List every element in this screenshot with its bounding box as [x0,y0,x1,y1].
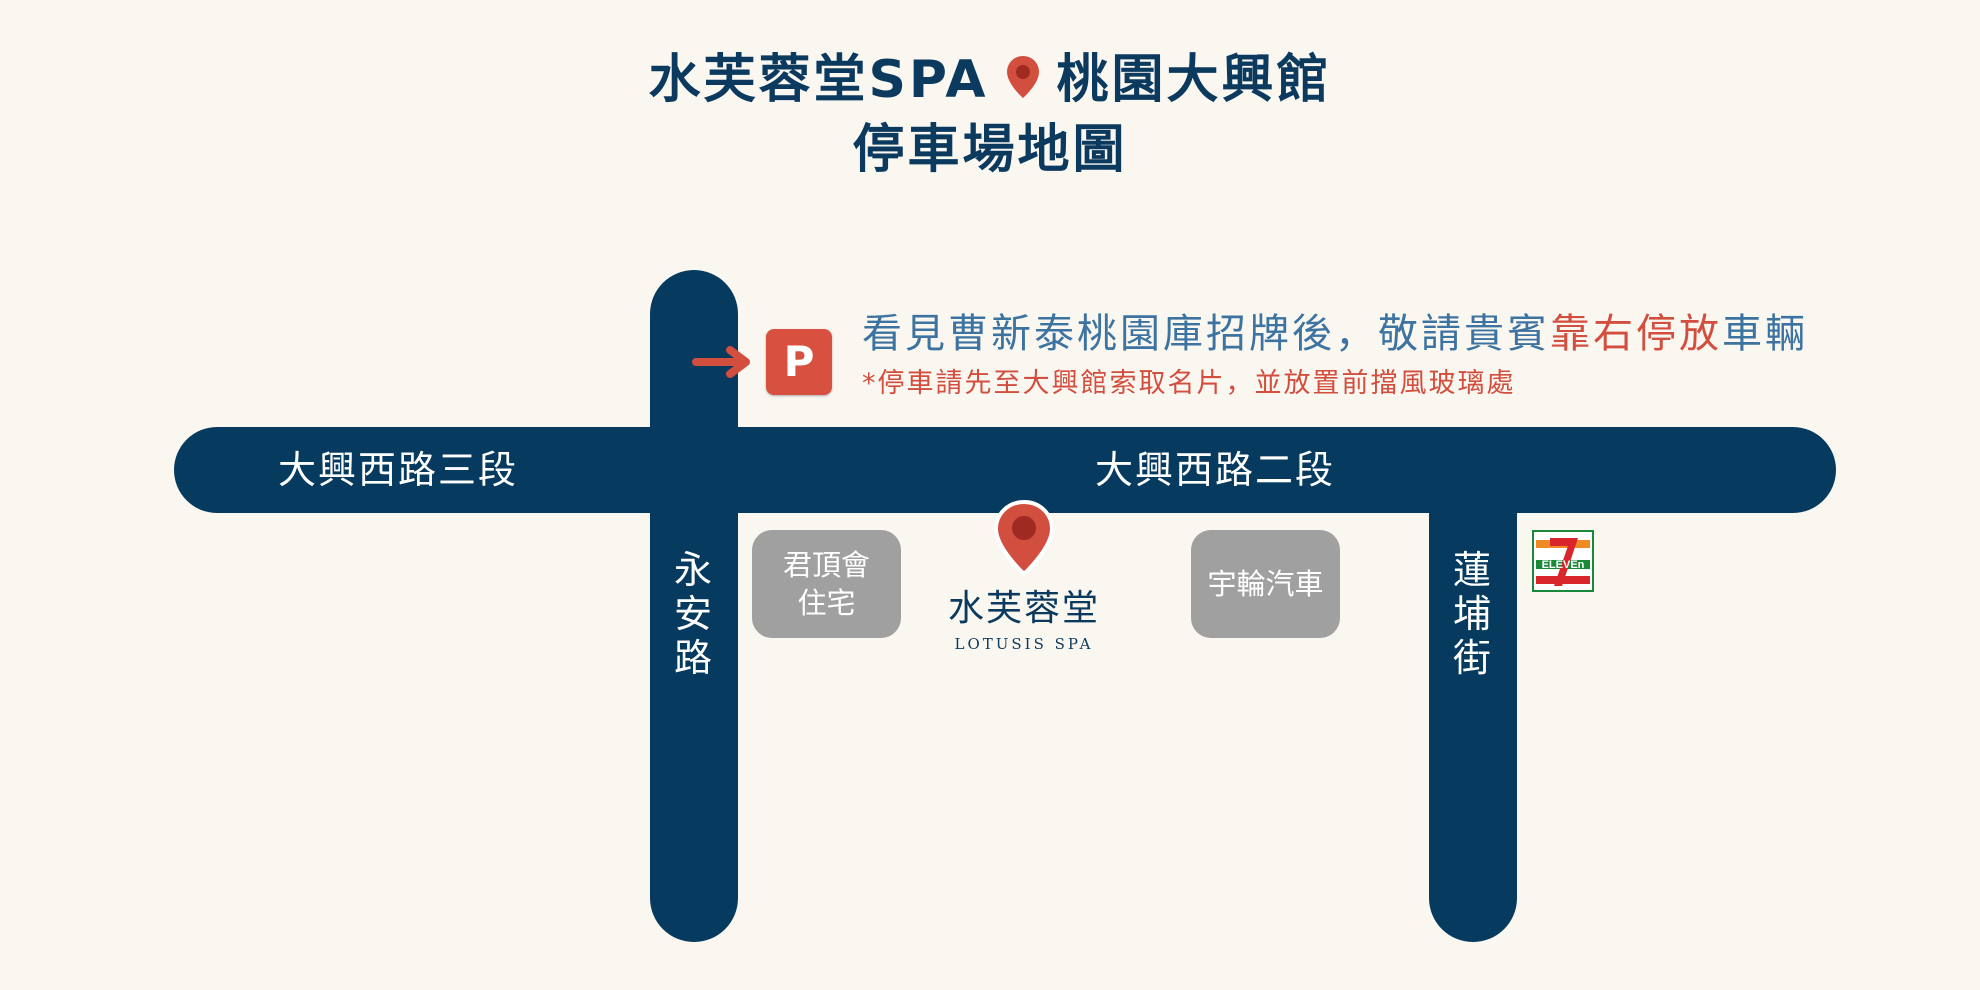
seven-eleven-logo-icon: ELEVEn [1532,530,1594,596]
svg-text:ELEVEn: ELEVEn [1542,559,1585,571]
location-pin-icon [992,498,1056,582]
road-label-yongan: 永 安 路 [673,548,714,680]
parking-icon: P [766,329,832,395]
parking-subnotice: *停車請先至大興館索取名片，並放置前擋風玻璃處 [862,368,1516,399]
arrow-right-icon [692,344,758,384]
road-horizontal [174,427,1836,513]
store-logo: 水芙蓉堂 LOTUSIS SPA [947,588,1100,653]
location-pin-icon [1005,51,1041,115]
page-title-line1: 水芙蓉堂SPA 桃園大興館 [0,48,1980,115]
road-vertical-left [650,270,738,942]
parking-notice: 看見曹新泰桃園庫招牌後，敬請貴賓靠右停放車輛 [862,311,1808,357]
building-junding: 君頂會 住宅 [752,530,901,638]
building-yulun: 宇輪汽車 [1191,530,1340,638]
road-label-lianpu: 蓮 埔 街 [1452,548,1493,680]
title-branch: 桃園大興館 [1056,50,1332,110]
road-label-section2: 大興西路二段 [1095,448,1336,492]
road-label-section3: 大興西路三段 [278,448,519,492]
title-brand: 水芙蓉堂SPA [648,50,989,110]
page-title-line2: 停車場地圖 [852,120,1128,180]
road-vertical-right [1429,480,1517,942]
